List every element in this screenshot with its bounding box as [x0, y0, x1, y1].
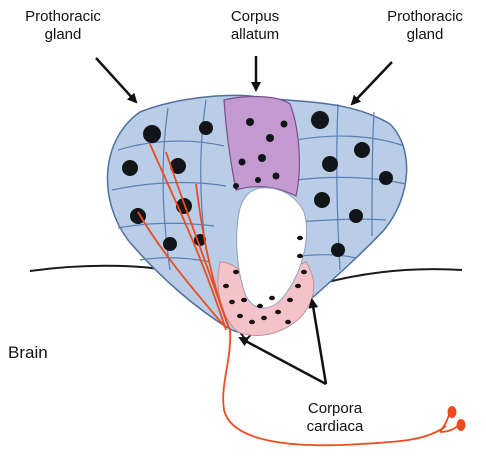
nucleus [322, 156, 338, 172]
nucleus [233, 183, 239, 189]
cardiaca-nucleus [287, 298, 293, 302]
nucleus [246, 118, 254, 126]
cardiaca-nucleus [249, 320, 255, 324]
nucleus [255, 177, 261, 183]
nucleus [281, 121, 288, 128]
cardiaca-nucleus [233, 270, 239, 274]
cardiaca-nucleus [223, 284, 229, 288]
nucleus [122, 160, 138, 176]
nucleus [199, 121, 213, 135]
label-corpus-allatum-line2: allatum [212, 26, 298, 44]
cardiaca-nucleus [269, 296, 275, 300]
label-prothoracic-gland-left: Prothoracic gland [8, 8, 118, 44]
cardiaca-nucleus [275, 310, 281, 314]
nucleus [163, 237, 177, 251]
arrow-corpora-cardiaca-1 [240, 338, 326, 384]
cardiaca-nucleus [295, 284, 301, 288]
cardiaca-nucleus [241, 298, 247, 302]
nucleus [354, 142, 370, 158]
nucleus [239, 159, 246, 166]
label-prothoracic-gland-right-line2: gland [370, 26, 480, 44]
nucleus [266, 134, 274, 142]
corpus-allatum [224, 97, 299, 196]
nucleus [258, 154, 266, 162]
nucleus [314, 192, 330, 208]
nucleus [349, 209, 363, 223]
arrow-prothoracic-left [96, 58, 136, 102]
label-corpus-allatum: Corpus allatum [212, 8, 298, 44]
cardiaca-nucleus [297, 236, 303, 240]
label-brain: Brain [8, 344, 68, 362]
cardiaca-nucleus [285, 320, 291, 324]
label-corpora-cardiaca-line1: Corpora [290, 400, 380, 418]
cardiaca-nucleus [229, 300, 235, 304]
label-corpora-cardiaca: Corpora cardiaca [290, 400, 380, 436]
cardiaca-nucleus [301, 270, 307, 274]
label-prothoracic-gland-right-line1: Prothoracic [370, 8, 480, 26]
nucleus [273, 173, 280, 180]
label-prothoracic-gland-left-line1: Prothoracic [8, 8, 118, 26]
cardiaca-nucleus [297, 254, 303, 258]
nucleus [311, 111, 329, 129]
arrow-prothoracic-right [352, 62, 392, 104]
label-prothoracic-gland-left-line2: gland [8, 26, 118, 44]
nucleus [331, 243, 345, 257]
nerve-terminal-1 [448, 406, 457, 418]
label-prothoracic-gland-right: Prothoracic gland [370, 8, 480, 44]
cardiaca-nucleus [237, 314, 243, 318]
cardiaca-nucleus [257, 304, 263, 308]
cardiaca-nucleus [261, 316, 267, 320]
nucleus [143, 125, 161, 143]
label-corpus-allatum-line1: Corpus [212, 8, 298, 26]
arrow-corpora-cardiaca-2 [312, 300, 326, 384]
nerve-terminal-2 [457, 419, 466, 431]
label-corpora-cardiaca-line2: cardiaca [290, 418, 380, 436]
nucleus [379, 171, 393, 185]
